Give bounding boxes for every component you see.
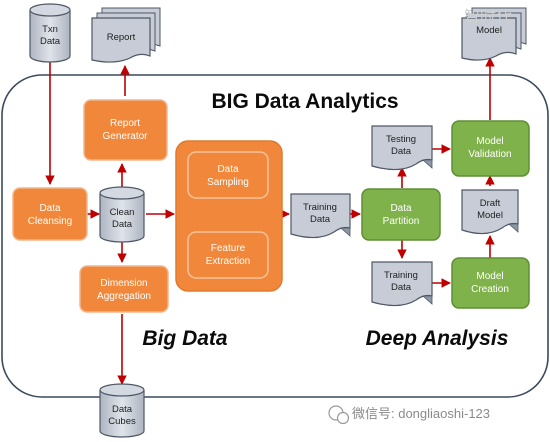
data-sampling-box	[187, 151, 269, 199]
feature-extraction-line2: Extraction	[206, 256, 250, 267]
section-big-data: Big Data	[142, 327, 228, 350]
section-deep-analysis: Deep Analysis	[366, 327, 509, 350]
model-creation-line1: Model	[476, 271, 503, 282]
feature-extraction-box	[187, 231, 269, 279]
report-document: Report	[91, 7, 161, 63]
training-data-right-document: Training Data	[371, 261, 433, 307]
feature-extraction-line1: Feature	[211, 243, 246, 254]
data-cubes-line1: Data	[112, 404, 133, 415]
data-cleansing-line1: Data	[39, 203, 61, 214]
model-validation-line2: Validation	[468, 149, 511, 160]
dimension-aggregation-line2: Aggregation	[97, 291, 151, 302]
dimension-aggregation-box: Dimension Aggregation	[79, 265, 169, 313]
training-data-right-line1: Training	[384, 270, 418, 281]
testing-data-document: Testing Data	[371, 125, 433, 171]
clean-data-line2: Data	[112, 219, 133, 230]
data-sampling-line2: Sampling	[207, 177, 249, 188]
txn-data-line1: Txn	[42, 24, 58, 35]
txn-data-line2: Data	[40, 36, 61, 47]
model-validation-line1: Model	[476, 136, 503, 147]
data-partition-line2: Partition	[383, 216, 420, 227]
training-data-right-line2: Data	[391, 282, 412, 293]
model-document: Model	[461, 7, 527, 61]
dimension-aggregation-line1: Dimension	[100, 278, 147, 289]
report-label: Report	[107, 32, 136, 43]
model-label: Model	[476, 25, 502, 36]
txn-data-cylinder: Txn Data	[29, 3, 71, 63]
draft-model-document: Draft Model	[461, 189, 519, 235]
data-partition-box: Data Partition	[361, 188, 441, 241]
model-creation-box: Model Creation	[451, 257, 530, 309]
data-cleansing-line2: Cleansing	[28, 216, 72, 227]
wechat-icon	[328, 405, 350, 425]
data-cubes-line2: Cubes	[108, 416, 136, 427]
model-validation-box: Model Validation	[451, 120, 530, 177]
report-generator-box: Report Generator	[83, 99, 168, 161]
draft-model-line1: Draft	[480, 198, 501, 209]
training-data-mid-line2: Data	[310, 214, 331, 225]
data-cubes-cylinder: Data Cubes	[99, 383, 145, 438]
training-data-mid-document: Training Data	[290, 193, 351, 239]
clean-data-line1: Clean	[110, 207, 135, 218]
data-sampling-line1: Data	[217, 164, 239, 175]
report-generator-line2: Generator	[102, 131, 148, 142]
data-partition-line1: Data	[390, 203, 412, 214]
diagram-title: BIG Data Analytics	[211, 90, 398, 113]
model-creation-line2: Creation	[471, 284, 509, 295]
sampling-extraction-group: Data Sampling Feature Extraction	[175, 140, 283, 292]
data-cleansing-box: Data Cleansing	[12, 187, 88, 241]
testing-data-line2: Data	[391, 146, 412, 157]
watermark-top: 智时代	[464, 8, 512, 26]
watermark-bottom: 微信号: dongliaoshi-123	[352, 406, 490, 421]
report-generator-line1: Report	[110, 118, 140, 129]
training-data-mid-line1: Training	[303, 202, 337, 213]
clean-data-cylinder: Clean Data	[99, 186, 145, 243]
testing-data-line1: Testing	[386, 134, 416, 145]
draft-model-line2: Model	[477, 210, 503, 221]
